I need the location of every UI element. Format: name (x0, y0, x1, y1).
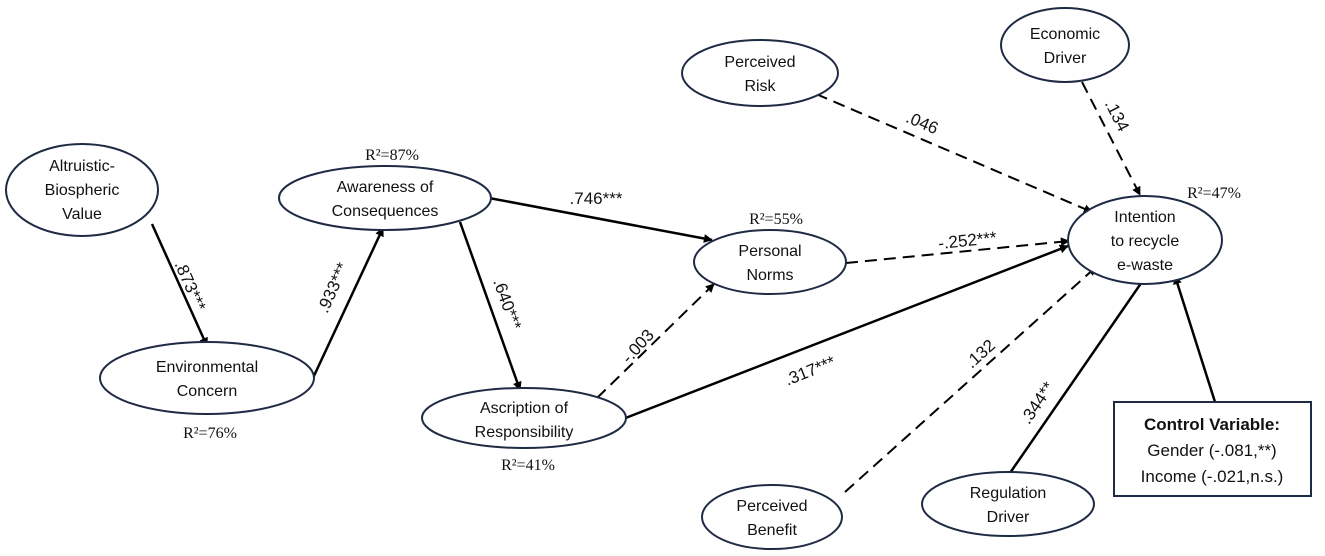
r2-environmental: R²=76% (183, 425, 237, 442)
node-label: Driver (987, 509, 1030, 526)
node-label: Concern (177, 383, 237, 400)
r2-intention: R²=47% (1187, 185, 1241, 202)
path-regulation-to-intention (1008, 275, 1148, 474)
r2-personal: R²=55% (749, 211, 803, 228)
node-label: Altruistic- (49, 158, 115, 175)
r2-ascription: R²=41% (501, 457, 555, 474)
r2-awareness: R²=87% (365, 147, 419, 164)
node-label: Environmental (156, 359, 258, 376)
node-label: Consequences (332, 203, 439, 220)
coef-awareness-ascription: .640*** (489, 276, 525, 333)
node-label: Ascription of (480, 400, 569, 417)
node-label: Economic (1030, 26, 1100, 43)
node-personal-norms: Personal Norms (693, 229, 847, 295)
node-ascription-of-responsibility: Ascription of Responsibility (421, 387, 627, 449)
control-income: Income (-.021,n.s.) (1141, 467, 1284, 486)
node-label: Regulation (970, 485, 1047, 502)
node-environmental-concern: Environmental Concern (99, 341, 315, 415)
control-gender: Gender (-.081,**) (1147, 441, 1276, 460)
node-intention-to-recycle: Intention to recycle e-waste (1067, 195, 1223, 285)
node-regulation-driver: Regulation Driver (921, 471, 1095, 537)
node-label: Benefit (747, 522, 797, 539)
path-environmental-to-awareness (311, 227, 385, 379)
path-altruistic-to-environmental (150, 223, 209, 347)
node-altruistic-biospheric-value: Altruistic- Biospheric Value (5, 143, 159, 237)
node-label: Personal (738, 243, 801, 260)
coef-regulation-intention: .344** (1017, 378, 1059, 427)
node-label: e-waste (1117, 257, 1173, 274)
path-ascription-to-personal (596, 283, 715, 399)
coef-altruistic-environmental: .873*** (171, 258, 210, 314)
control-variable-box: Control Variable: Gender (-.081,**) Inco… (1113, 401, 1312, 497)
coef-awareness-personal: .746*** (570, 189, 623, 208)
node-awareness-of-consequences: Awareness of Consequences (278, 165, 492, 231)
node-label: Value (62, 206, 102, 223)
path-ascription-to-intention (622, 244, 1069, 421)
node-label: Perceived (736, 498, 807, 515)
node-label: to recycle (1111, 233, 1180, 250)
path-risk-to-intention (815, 93, 1093, 213)
node-label: Awareness of (337, 179, 434, 196)
coef-economic-intention: .134 (1101, 96, 1133, 134)
path-awareness-to-ascription (458, 221, 522, 391)
path-economic-to-intention (1081, 81, 1141, 196)
node-label: Risk (744, 78, 776, 95)
path-benefit-to-intention (844, 266, 1097, 493)
node-label: Norms (746, 267, 793, 284)
node-economic-driver: Economic Driver (1000, 7, 1130, 83)
node-perceived-risk: Perceived Risk (681, 39, 839, 107)
path-control-to-intention (1173, 275, 1217, 403)
path-awareness-to-personal (488, 196, 713, 243)
node-label: Responsibility (475, 424, 574, 441)
node-label: Driver (1044, 50, 1087, 67)
coef-ascription-intention: .317*** (782, 352, 839, 390)
node-perceived-benefit: Perceived Benefit (701, 484, 843, 550)
node-label: Intention (1114, 209, 1175, 226)
coef-benefit-intention: .132 (962, 336, 999, 372)
node-label: Biospheric (45, 182, 120, 199)
control-title: Control Variable: (1144, 415, 1280, 434)
node-label: Perceived (724, 54, 795, 71)
coef-ascription-personal: -.003 (618, 326, 658, 368)
